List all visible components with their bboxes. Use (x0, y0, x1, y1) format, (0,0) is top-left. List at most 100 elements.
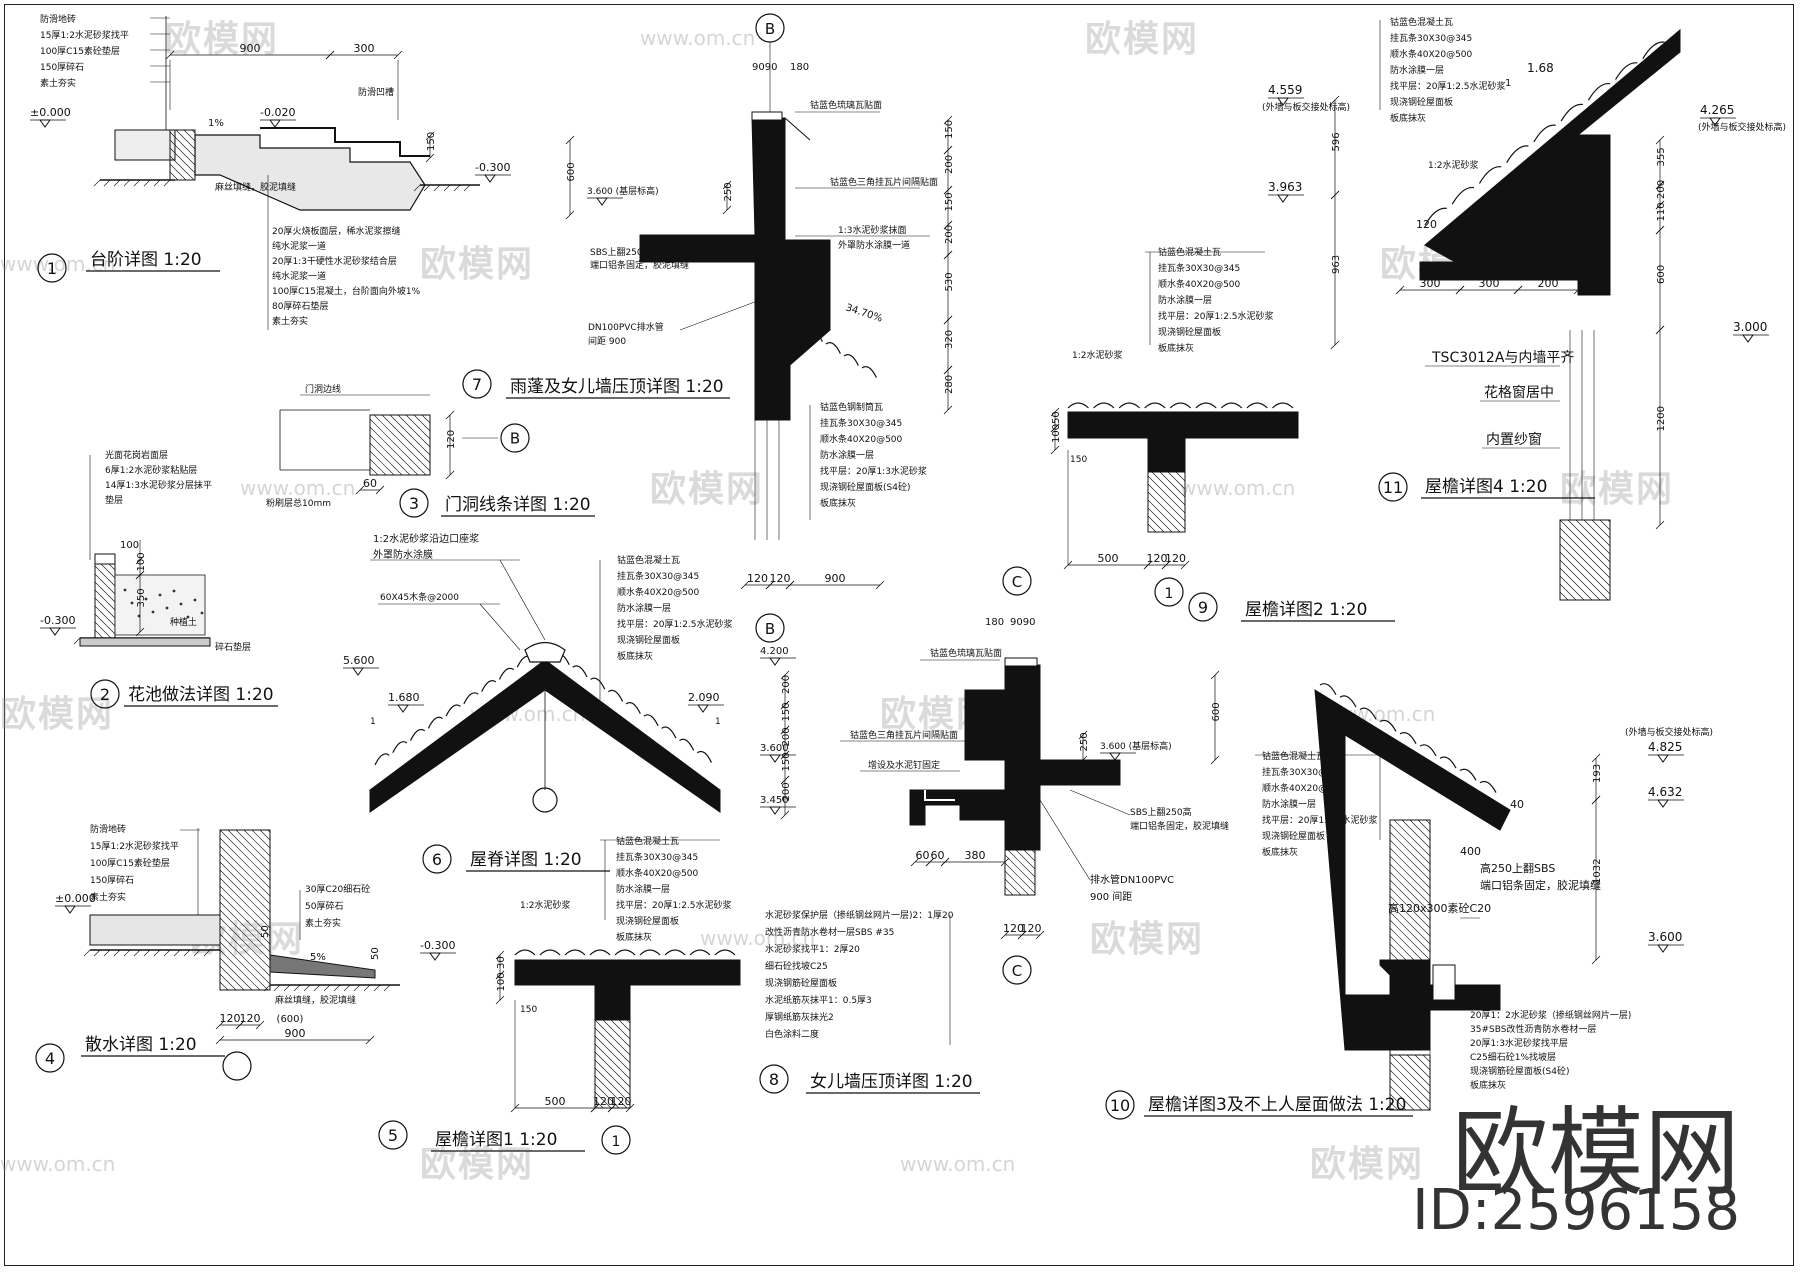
annotation-note: DN100PVC排水管 (588, 321, 664, 333)
axis-bubble (1154, 577, 1184, 607)
annotation-note: 防水涂膜一层 (1158, 294, 1212, 306)
annotation-note: 钴蓝色混凝土瓦 (617, 554, 680, 566)
dimension-tick (235, 1020, 245, 1030)
elevation-mark: 4.559 (1268, 83, 1302, 97)
slope-text: 1.68 (1527, 61, 1554, 75)
annotation-note: 35#SBS改性沥青防水卷材一层 (1470, 1023, 1596, 1035)
hatch-line (1031, 849, 1036, 854)
annotation-note: 防水涂膜一层 (1390, 64, 1444, 76)
hatch-line (94, 581, 116, 603)
hatch-line (1389, 1085, 1415, 1111)
roof-tile (689, 949, 711, 956)
hatch-line (219, 949, 261, 991)
slope-text: 1 (715, 717, 721, 727)
dimension-text: 60 (363, 477, 377, 490)
ground-hatch (123, 179, 131, 187)
elevation-mark: 4.200 (760, 646, 789, 657)
annotation-note: 50厚碎石 (305, 900, 343, 912)
annotation-note: 高250上翻SBS (1480, 861, 1555, 875)
dimension-text: 40 (1510, 798, 1524, 811)
hatch-line (1559, 591, 1569, 601)
lintel-section (369, 414, 431, 476)
axis-label: 1 (612, 1134, 621, 1150)
annotation-note: 15厚1:2水泥砂浆找平 (40, 29, 129, 41)
annotation-note: SBS上翻250高 (590, 246, 652, 258)
annotation-note: 防滑地砖 (40, 13, 76, 25)
gutter-inner (924, 790, 955, 801)
dimension-text: 30 (496, 956, 507, 969)
detail-title: 门洞线条详图 1:20 (445, 495, 591, 515)
dimension-tick (722, 180, 732, 190)
dimension-text: 355 (1656, 147, 1667, 166)
dimension-tick (1655, 200, 1665, 210)
elevation-triangle (769, 754, 781, 763)
dimension-tick (565, 210, 575, 220)
roof-tile (1506, 145, 1529, 163)
hatch-line (1577, 265, 1603, 291)
hatch-line (1583, 519, 1611, 547)
hatch-line (769, 354, 786, 371)
detail-number-circle (37, 253, 67, 283)
annotation-note: 钴蓝色三角挂瓦片间隔贴面 (850, 729, 958, 741)
hatch-line (369, 450, 395, 476)
hatch-line (1591, 159, 1611, 179)
ground-hatch (273, 984, 281, 992)
ground-hatch (333, 984, 341, 992)
hatch-line (1389, 1069, 1431, 1111)
annotation-note: 纯水泥浆一道 (272, 240, 326, 252)
hatch-line (1577, 257, 1611, 291)
dimension-text: 120 (1165, 552, 1186, 565)
elevation-note: (外墙与板交接处标高) (1625, 726, 1713, 738)
annotation-note: 找平层：20厚1:2.5水泥砂浆 (617, 618, 733, 630)
annotation-note: 20厚1:3干硬性水泥砂浆结合层 (272, 255, 397, 267)
elevation-mark: 3.600 (1648, 930, 1682, 944)
hatch-line (94, 621, 112, 639)
dimension-text: 596 (1331, 132, 1342, 151)
hatch-line (1414, 1054, 1431, 1071)
roof-tile (564, 949, 586, 956)
hatch-line (1567, 519, 1611, 563)
hatch-line (1004, 862, 1036, 894)
hatch-line (1559, 519, 1611, 571)
dimension-tick (1591, 955, 1601, 965)
dimension-text: 50 (260, 925, 271, 938)
hatch-line (94, 605, 116, 627)
roof-tile (1093, 402, 1115, 409)
slope-text: 1 (1505, 78, 1511, 89)
dimension-tick (375, 485, 385, 495)
annotation-note: 1:3水泥砂浆抹面 (838, 224, 907, 236)
elevation-mark: 5.600 (343, 654, 375, 667)
hatch-line (1389, 911, 1431, 953)
annotation-note: 30厚C20细石砼 (305, 883, 370, 895)
hatch-line (1417, 819, 1431, 833)
dimension-text: 150 (781, 702, 792, 721)
hatch-line (1577, 201, 1611, 235)
axis-bubble (222, 1051, 252, 1081)
dimension-tick (1513, 285, 1523, 295)
hatch-line (1389, 879, 1431, 921)
annotation-note: 粉刷层总10mm (266, 497, 331, 509)
dimension-tick (1655, 180, 1665, 190)
hatch-line (1577, 169, 1611, 203)
hatch-line (1401, 819, 1431, 849)
detail-number-circle (1105, 1090, 1135, 1120)
annotation-note: 现浇钢砼屋面板 (617, 634, 680, 646)
roof-tile (427, 716, 443, 729)
hatch-line (1599, 519, 1611, 531)
elevation-mark: 2.090 (688, 691, 720, 704)
hatch-line (1591, 519, 1611, 539)
hatch-line (626, 1019, 631, 1024)
slope-text: 1 (370, 717, 376, 727)
elevation-mark: -0.020 (260, 106, 295, 119)
dimension-tick (1395, 285, 1405, 295)
hatch-line (594, 1027, 631, 1064)
hatch-line (94, 565, 116, 587)
dimension-text: 1200 (1656, 406, 1667, 431)
elevation-mark: 3.000 (1733, 320, 1767, 334)
coping-slope (784, 117, 811, 141)
hatch-line (169, 171, 179, 181)
detail-number-circle (462, 369, 492, 399)
wall-lower (1004, 849, 1036, 896)
dimension-tick (910, 857, 920, 867)
dimension-tick (495, 970, 505, 980)
